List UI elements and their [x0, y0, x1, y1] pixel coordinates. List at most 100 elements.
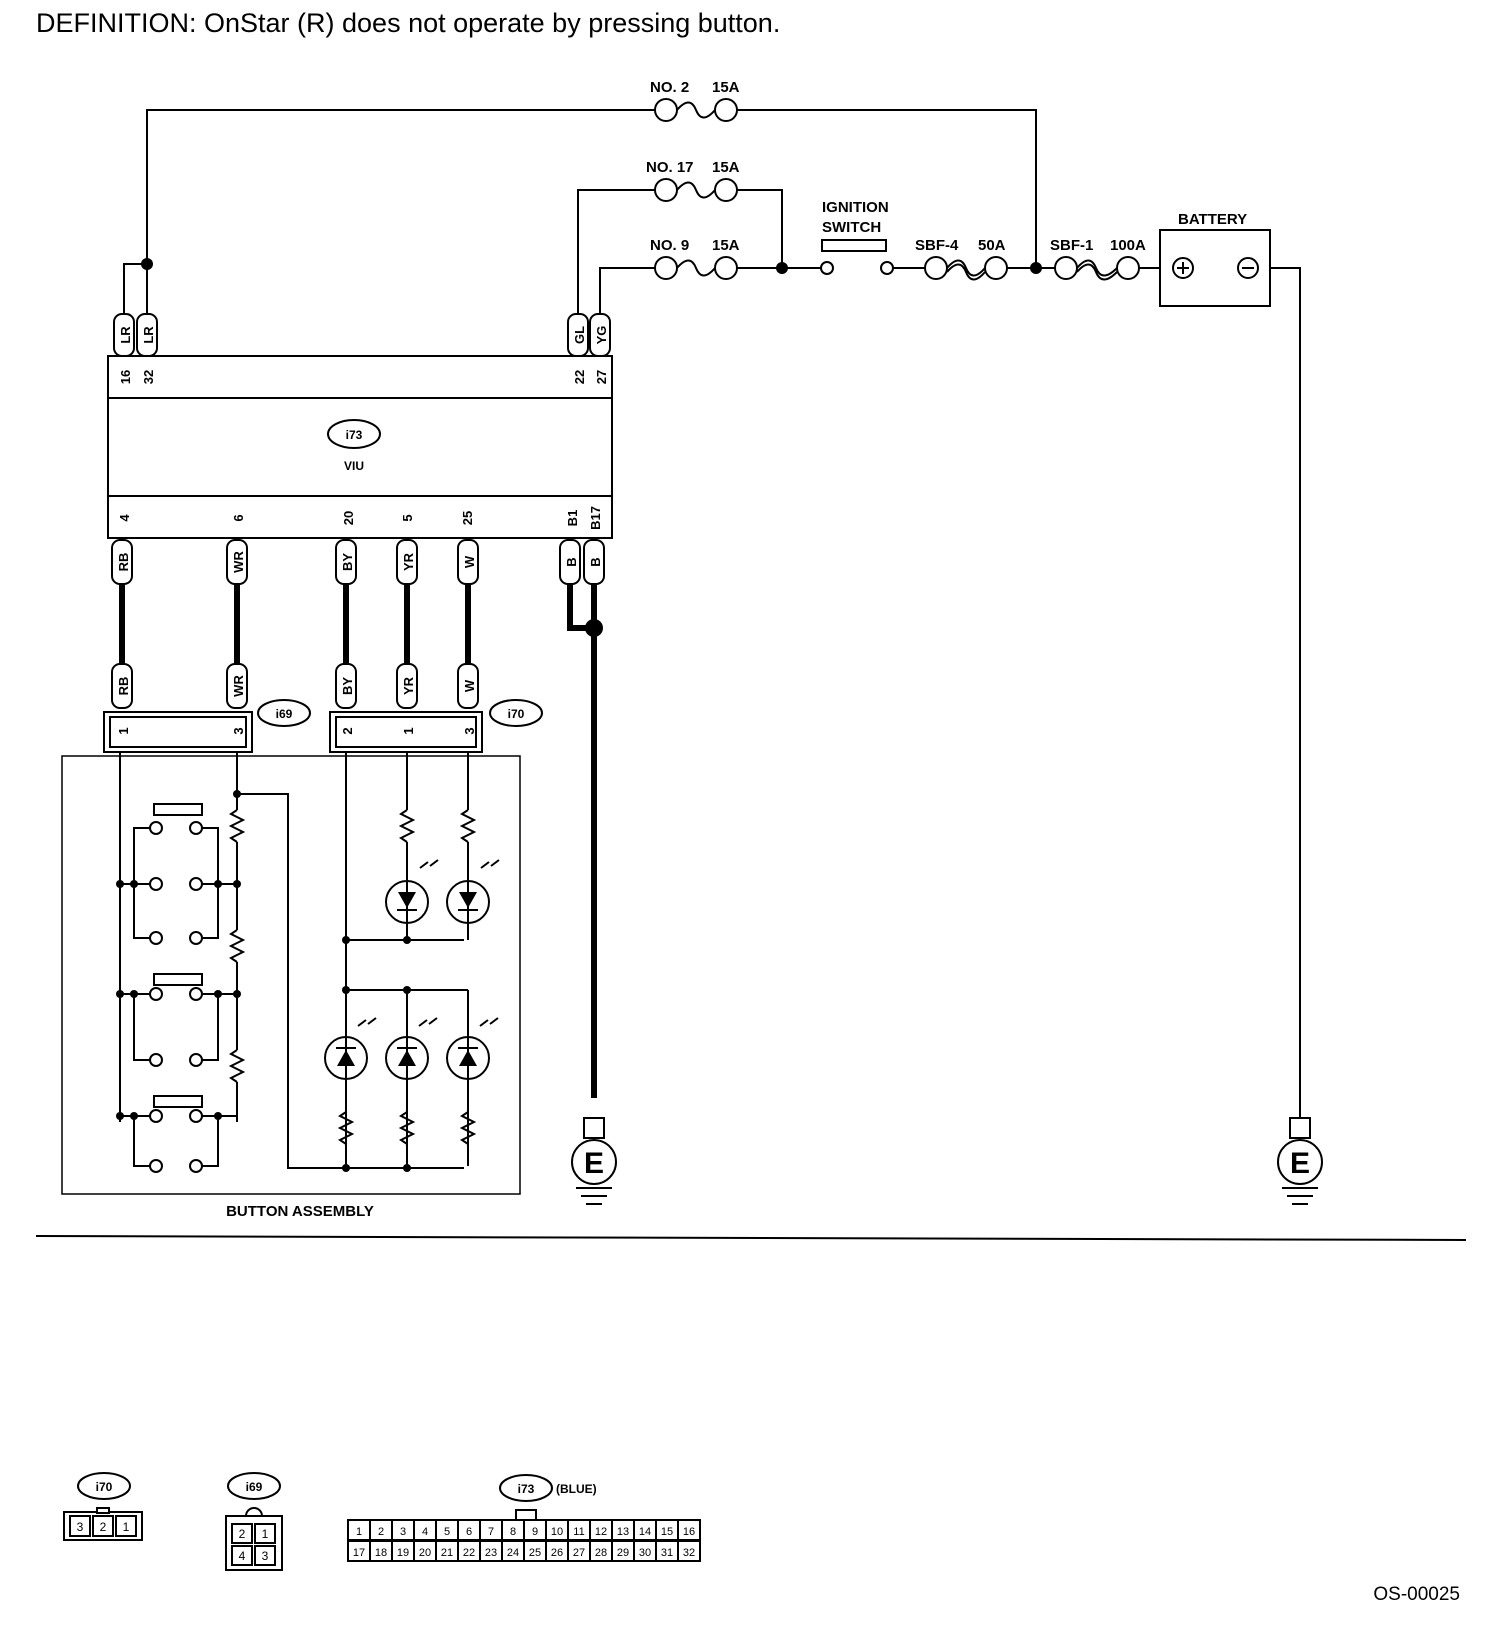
view-cell: 27 — [573, 1547, 585, 1559]
pin-number: 3 — [462, 727, 477, 734]
fuse-sbf1: SBF-1 100A — [1050, 237, 1146, 281]
ignition-label-1: IGNITION — [822, 199, 889, 216]
battery: BATTERY — [1159, 211, 1271, 307]
fuse-no9: NO. 9 15A — [650, 237, 740, 280]
ground-right: E — [1277, 1117, 1323, 1205]
view-cell: 3 — [400, 1526, 406, 1538]
wire-label: YR — [401, 552, 416, 571]
button-assembly-label: BUTTON ASSEMBLY — [226, 1203, 374, 1220]
pin-16: LR 16 — [113, 313, 135, 384]
view-cell: 15 — [661, 1526, 673, 1538]
fuse-sbf4-rating: 50A — [978, 237, 1006, 254]
view-cell: 5 — [444, 1526, 450, 1538]
wire-label: BY — [340, 677, 355, 695]
fuse-no2-name: NO. 2 — [650, 79, 689, 96]
wire-label: B — [588, 557, 603, 566]
view-cell: 18 — [375, 1547, 387, 1559]
fuse-sbf4-name: SBF-4 — [915, 237, 959, 254]
fuse-no17-name: NO. 17 — [646, 159, 694, 176]
view-cell: 1 — [123, 1520, 130, 1534]
pin-number: 27 — [594, 370, 609, 384]
view-cell: 2 — [378, 1526, 384, 1538]
ground-right-label: E — [1290, 1147, 1310, 1180]
view-cell-box — [677, 1540, 701, 1562]
view-i69-id: i69 — [246, 1480, 263, 1494]
definition-title: DEFINITION: OnStar (R) does not operate … — [36, 8, 780, 38]
wire-label: LR — [118, 326, 133, 344]
ground-left: E — [571, 1117, 617, 1205]
connector-i70: 2 1 3 i70 — [329, 699, 543, 753]
pin-number: 20 — [341, 511, 356, 525]
fuse-no9-name: NO. 9 — [650, 237, 689, 254]
wire-label: W — [462, 679, 477, 692]
wire-label: B — [564, 557, 579, 566]
pin-number: B1 — [565, 510, 580, 527]
ignition-label-2: SWITCH — [822, 219, 881, 236]
pin-27: YG 27 — [589, 313, 611, 384]
view-cell: 19 — [397, 1547, 409, 1559]
view-cell: 21 — [441, 1547, 453, 1559]
viu-top-pins: LR 16 LR 32 GL 22 YG 27 — [113, 313, 611, 384]
view-cell: 7 — [488, 1526, 494, 1538]
fuse-no9-rating: 15A — [712, 237, 740, 254]
view-cell: 13 — [617, 1526, 629, 1538]
connector-view-i69: i69 2 1 4 3 — [225, 1472, 283, 1571]
pin-number: 22 — [572, 370, 587, 384]
ignition-switch: IGNITION SWITCH — [820, 199, 894, 275]
view-cell: 12 — [595, 1526, 607, 1538]
pin-number: 5 — [400, 514, 415, 521]
fuse-no17-rating: 15A — [712, 159, 740, 176]
pin-number: B17 — [588, 506, 603, 530]
view-cell: 2 — [100, 1520, 107, 1534]
pin-number: 3 — [231, 727, 246, 734]
connector-i69: 1 3 i69 — [103, 699, 311, 753]
view-cell: 2 — [239, 1527, 246, 1541]
view-cell: 24 — [507, 1547, 519, 1559]
view-cell: 32 — [683, 1547, 695, 1559]
fuse-sbf1-rating: 100A — [1110, 237, 1146, 254]
view-cell: 11 — [573, 1526, 584, 1538]
wire-label: YG — [594, 326, 609, 345]
separator-line — [35, 1235, 1467, 1241]
view-cell: 30 — [639, 1547, 651, 1559]
pin-number: 4 — [117, 514, 132, 522]
view-cell: 25 — [529, 1547, 541, 1559]
wire-label: YR — [401, 676, 416, 695]
view-cell: 4 — [422, 1526, 428, 1538]
viu-name: VIU — [344, 459, 364, 473]
ground-left-label: E — [584, 1147, 604, 1180]
connector-view-i70: i70 3 2 1 — [63, 1472, 143, 1541]
wire-label: LR — [141, 326, 156, 344]
view-cell: 6 — [466, 1526, 472, 1538]
figure-code: OS-00025 — [1373, 1584, 1460, 1605]
view-cell: 23 — [485, 1547, 497, 1559]
wire-label: WR — [231, 551, 246, 573]
view-cell: 10 — [551, 1526, 563, 1538]
view-cell: 31 — [661, 1547, 673, 1559]
wire-label: WR — [231, 675, 246, 697]
view-cell: 1 — [356, 1526, 362, 1538]
fuse-no2: NO. 2 15A — [650, 79, 740, 122]
view-cell: 28 — [595, 1547, 607, 1559]
view-cell: 26 — [551, 1547, 563, 1559]
fuse-sbf1-name: SBF-1 — [1050, 237, 1093, 254]
view-cell: 3 — [262, 1549, 269, 1563]
view-cell: 20 — [419, 1547, 431, 1559]
connector-i69-id: i69 — [276, 707, 293, 721]
pin-number: 6 — [231, 514, 246, 521]
fuse-sbf4: SBF-4 50A — [915, 237, 1008, 281]
view-i70-id: i70 — [96, 1480, 113, 1494]
view-cell: 1 — [262, 1527, 269, 1541]
viu-connector-id: i73 — [346, 428, 363, 442]
pin-number: 2 — [340, 727, 355, 734]
fuse-no2-rating: 15A — [712, 79, 740, 96]
view-cell: 22 — [463, 1547, 475, 1559]
pin-number: 32 — [141, 370, 156, 384]
view-cell: 16 — [683, 1526, 695, 1538]
view-cell: 17 — [353, 1547, 365, 1559]
wire-label: BY — [340, 553, 355, 571]
fuse-no17: NO. 17 15A — [646, 159, 740, 202]
wire-label: RB — [116, 553, 131, 572]
pin-number: 1 — [401, 727, 416, 734]
